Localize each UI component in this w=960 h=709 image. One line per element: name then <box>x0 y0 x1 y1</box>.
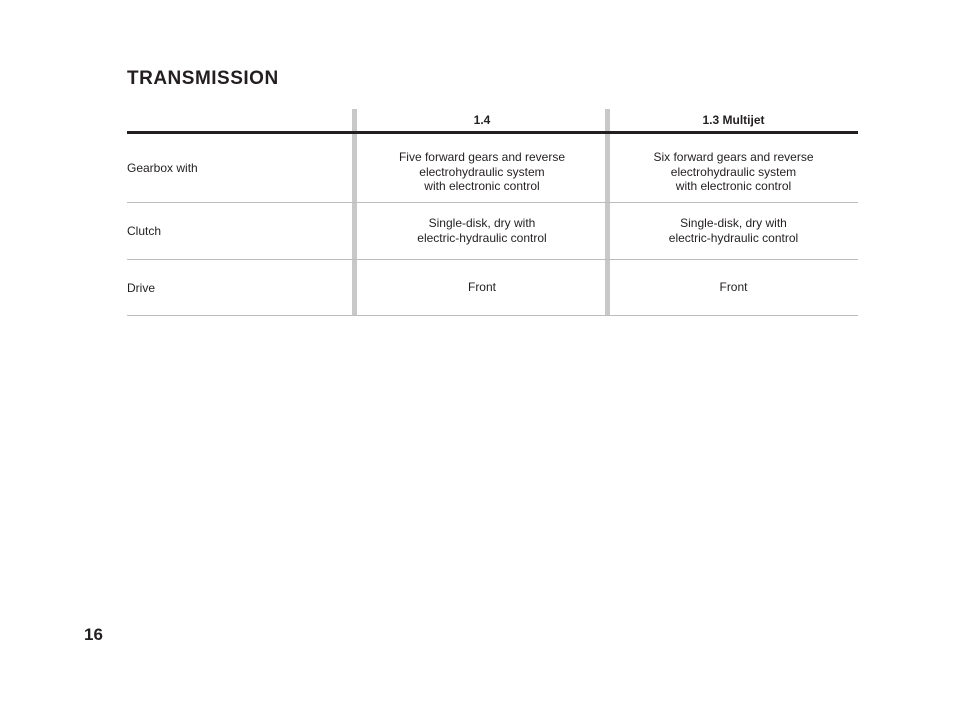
cell-line: electric-hydraulic control <box>417 230 547 245</box>
table-row-gearbox: Gearbox with Five forward gears and reve… <box>127 134 858 203</box>
row-label: Gearbox with <box>127 161 198 175</box>
spec-cell: Single-disk, dry with electric-hydraulic… <box>355 203 609 259</box>
spec-cell: Single-disk, dry with electric-hydraulic… <box>609 203 858 259</box>
column-header-1-4: 1.4 <box>473 113 491 127</box>
cell-line: Front <box>467 280 496 295</box>
cell-line: Single-disk, dry with <box>680 216 787 230</box>
column-divider <box>605 109 610 316</box>
column-divider <box>352 109 357 316</box>
table-header-row: 1.4 1.3 Multijet <box>127 109 858 134</box>
section-title: TRANSMISSION <box>127 68 279 89</box>
spec-cell: Six forward gears and reverse electrohyd… <box>609 134 858 202</box>
spec-cell: Front <box>355 260 609 315</box>
page-number: 16 <box>84 625 103 644</box>
cell-line: Six forward gears and reverse <box>653 150 814 164</box>
cell-line: electrohydraulic system <box>670 164 797 179</box>
cell-line: Five forward gears and reverse <box>398 150 566 164</box>
cell-line: with electronic control <box>675 179 792 193</box>
transmission-spec-table: 1.4 1.3 Multijet Gearbox with Five forwa… <box>127 109 858 316</box>
cell-line: with electronic control <box>424 179 540 193</box>
row-label: Drive <box>127 280 156 295</box>
column-header-1-3-multijet: 1.3 Multijet <box>702 113 765 127</box>
spec-cell: Five forward gears and reverse electrohy… <box>355 134 609 202</box>
cell-line: Single-disk, dry with <box>428 216 536 230</box>
row-label: Clutch <box>127 224 162 238</box>
table-row-drive: Drive Front Front <box>127 260 858 316</box>
cell-line: electric-hydraulic control <box>668 230 799 245</box>
spec-cell: Front <box>609 260 858 315</box>
table-row-clutch: Clutch Single-disk, dry with electric-hy… <box>127 203 858 260</box>
cell-line: Front <box>719 280 748 295</box>
cell-line: electrohydraulic system <box>419 164 545 179</box>
